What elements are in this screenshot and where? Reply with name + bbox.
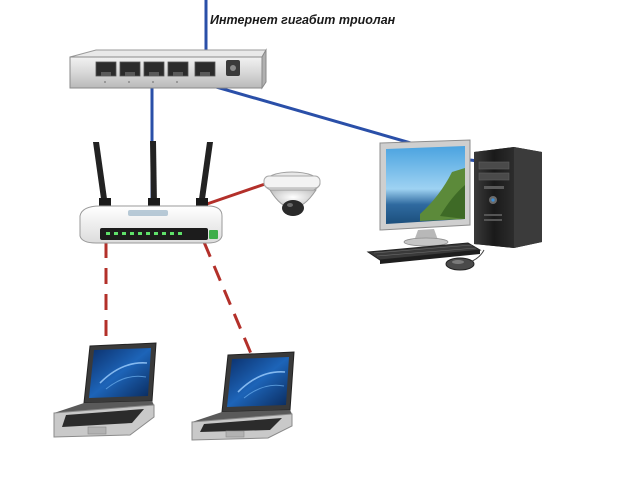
laptop-icon <box>53 342 157 438</box>
mouse-icon <box>445 257 475 271</box>
desktop-computer-icon <box>366 139 542 271</box>
router-to-laptop-2-link <box>202 241 254 357</box>
computer-tower-icon <box>474 147 542 248</box>
internet-label: Интернет гигабит триолан <box>210 13 396 27</box>
antenna-icon <box>93 141 213 207</box>
wireless-connections <box>104 181 269 357</box>
network-switch-icon <box>69 48 267 90</box>
router-to-camera-link <box>203 181 269 207</box>
keyboard-icon <box>366 242 482 264</box>
laptop-icon <box>191 351 295 441</box>
wifi-router-icon <box>79 141 223 244</box>
monitor-icon <box>379 139 471 247</box>
dome-camera-icon <box>263 171 321 216</box>
